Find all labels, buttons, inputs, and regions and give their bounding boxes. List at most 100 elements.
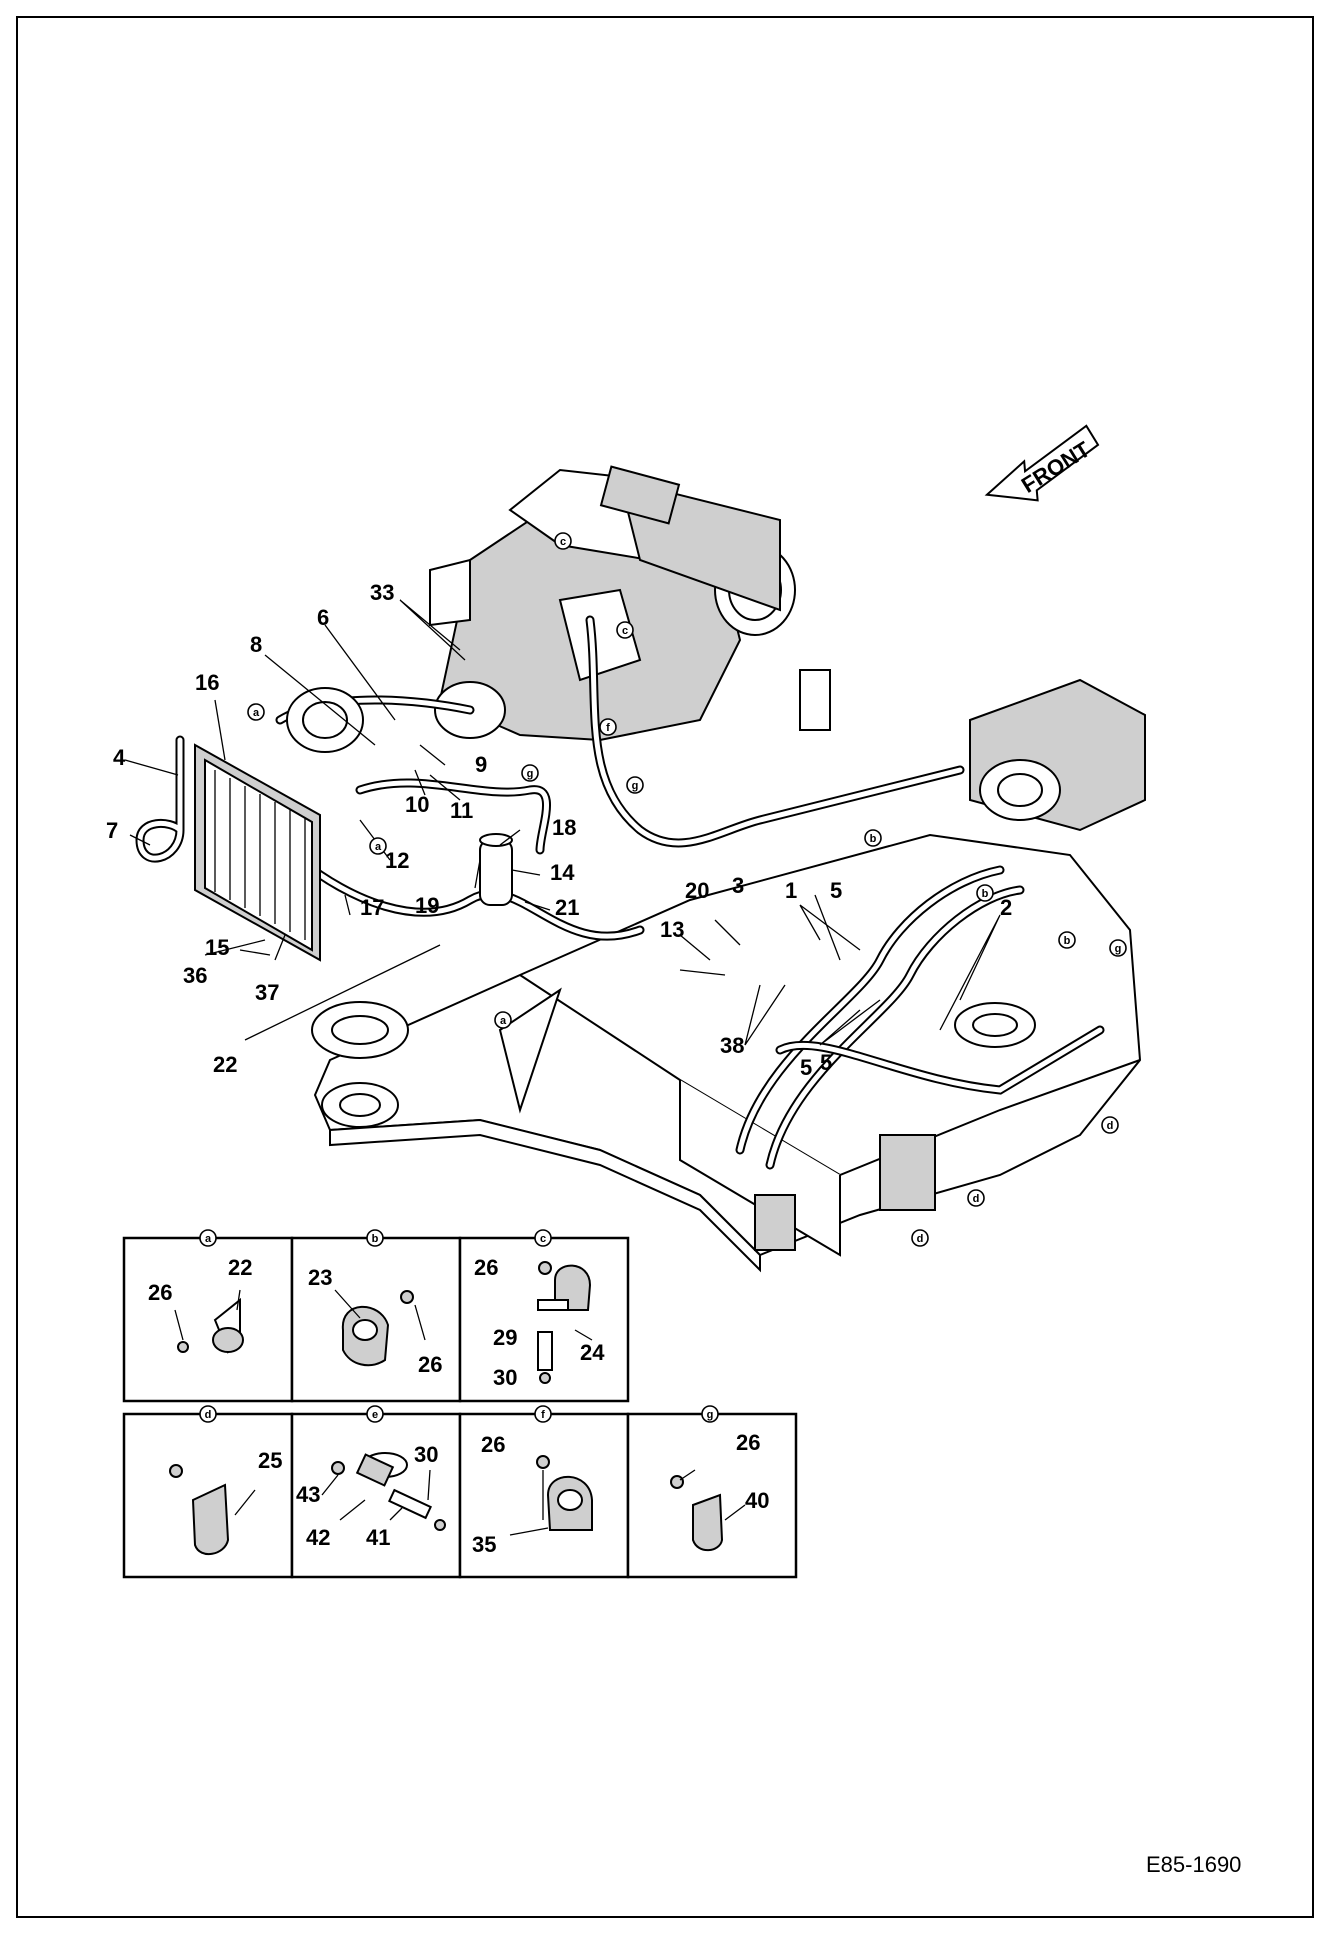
svg-text:a: a — [253, 707, 260, 719]
callout-label: 1 — [785, 878, 797, 903]
svg-text:d: d — [973, 1193, 980, 1205]
callout-label: 5 — [820, 1050, 832, 1075]
svg-text:a: a — [375, 841, 382, 853]
svg-text:b: b — [870, 833, 877, 845]
callout-label: 29 — [493, 1325, 517, 1350]
svg-text:g: g — [632, 780, 639, 792]
callout-label: 30 — [414, 1442, 438, 1467]
location-tag: d — [1101, 1116, 1119, 1134]
detail-panel-b: b 23 26 — [290, 1229, 462, 1403]
callout-label: 24 — [580, 1340, 605, 1365]
callout-label: 9 — [475, 752, 487, 777]
reference-code: E85-1690 — [1146, 1852, 1241, 1877]
svg-text:d: d — [1107, 1120, 1114, 1132]
callout-label: 17 — [360, 895, 384, 920]
detail-panel-f: f 26 35 — [458, 1405, 630, 1579]
location-tag: b — [976, 884, 994, 902]
svg-text:c: c — [560, 536, 566, 548]
callout-label: 26 — [418, 1352, 442, 1377]
location-tag: a — [247, 703, 265, 721]
callout-labels: 1 2 3 4 5 5 5 6 7 8 9 10 11 12 13 14 15 … — [106, 580, 1012, 1080]
svg-text:g: g — [707, 1409, 714, 1421]
svg-text:g: g — [527, 768, 534, 780]
callout-label: 42 — [306, 1525, 330, 1550]
svg-text:b: b — [982, 888, 989, 900]
svg-text:a: a — [500, 1015, 507, 1027]
svg-text:f: f — [606, 722, 610, 734]
callout-label: 11 — [450, 798, 473, 823]
callout-label: 18 — [552, 815, 576, 840]
callout-label: 15 — [205, 935, 229, 960]
engine-assembly — [429, 465, 796, 742]
location-tag: d — [967, 1189, 985, 1207]
callout-label: 5 — [800, 1055, 812, 1080]
callout-label: 25 — [258, 1448, 282, 1473]
location-tag: a — [494, 1011, 512, 1029]
callout-label: 6 — [317, 605, 329, 630]
callout-label: 26 — [474, 1255, 498, 1280]
location-tag: d — [911, 1229, 929, 1247]
callout-label: 10 — [405, 792, 429, 817]
callout-label: 22 — [213, 1052, 237, 1077]
callout-label: 35 — [472, 1532, 496, 1557]
callout-label: 19 — [415, 893, 439, 918]
callout-label: 23 — [308, 1265, 332, 1290]
detail-panel-e: e 43 30 42 41 — [290, 1405, 462, 1579]
callout-label: 26 — [736, 1430, 760, 1455]
callout-label: 4 — [113, 745, 126, 770]
svg-text:e: e — [372, 1409, 378, 1421]
callout-label: 41 — [366, 1525, 390, 1550]
callout-label: 33 — [370, 580, 394, 605]
callout-label: 13 — [660, 917, 684, 942]
callout-label: 22 — [228, 1255, 252, 1280]
location-tag: g — [626, 776, 644, 794]
condenser-unit — [135, 687, 364, 962]
callout-label: 2 — [1000, 895, 1012, 920]
callout-label: 21 — [555, 895, 579, 920]
svg-text:c: c — [540, 1233, 546, 1245]
drawing-frame — [16, 16, 1314, 1918]
callout-label: 36 — [183, 963, 207, 988]
location-tag: c — [616, 621, 634, 639]
callout-label: 3 — [732, 873, 744, 898]
callout-label: 8 — [250, 632, 262, 657]
front-direction-arrow: FRONT — [984, 424, 1100, 502]
svg-text:b: b — [1064, 935, 1071, 947]
svg-text:f: f — [541, 1409, 545, 1421]
detail-panel-g: g 26 40 — [626, 1405, 798, 1579]
svg-text:c: c — [622, 625, 628, 637]
location-tags: a a a b b b c c d d d f g g g — [247, 532, 1127, 1247]
front-arrow-label: FRONT — [1017, 436, 1095, 498]
callout-label: 5 — [830, 878, 842, 903]
svg-text:d: d — [917, 1233, 924, 1245]
svg-text:a: a — [205, 1233, 212, 1245]
callout-label: 12 — [385, 848, 409, 873]
receiver-dryer — [479, 833, 513, 906]
location-tag: a — [369, 837, 387, 855]
location-tag: g — [1109, 939, 1127, 957]
callout-label: 40 — [745, 1488, 769, 1513]
location-tag: f — [599, 718, 617, 736]
svg-text:b: b — [372, 1233, 379, 1245]
callout-label: 20 — [685, 878, 709, 903]
location-tag: b — [864, 829, 882, 847]
callout-label: 7 — [106, 818, 118, 843]
callout-label: 43 — [296, 1482, 320, 1507]
detail-panel-d: d 25 — [122, 1405, 294, 1579]
callout-label: 38 — [720, 1033, 744, 1058]
hvac-unit — [799, 669, 1146, 832]
callout-label: 26 — [148, 1280, 172, 1305]
callout-label: 14 — [550, 860, 575, 885]
location-tag: b — [1058, 931, 1076, 949]
location-tag: g — [521, 764, 539, 782]
callout-label: 37 — [255, 980, 279, 1005]
callout-label: 30 — [493, 1365, 517, 1390]
svg-text:d: d — [205, 1409, 212, 1421]
detail-panel-a: a 26 22 — [122, 1229, 294, 1403]
svg-text:g: g — [1115, 943, 1122, 955]
callout-label: 26 — [481, 1432, 505, 1457]
location-tag: c — [554, 532, 572, 550]
callout-label: 16 — [195, 670, 219, 695]
hose-lines — [275, 615, 1105, 1170]
